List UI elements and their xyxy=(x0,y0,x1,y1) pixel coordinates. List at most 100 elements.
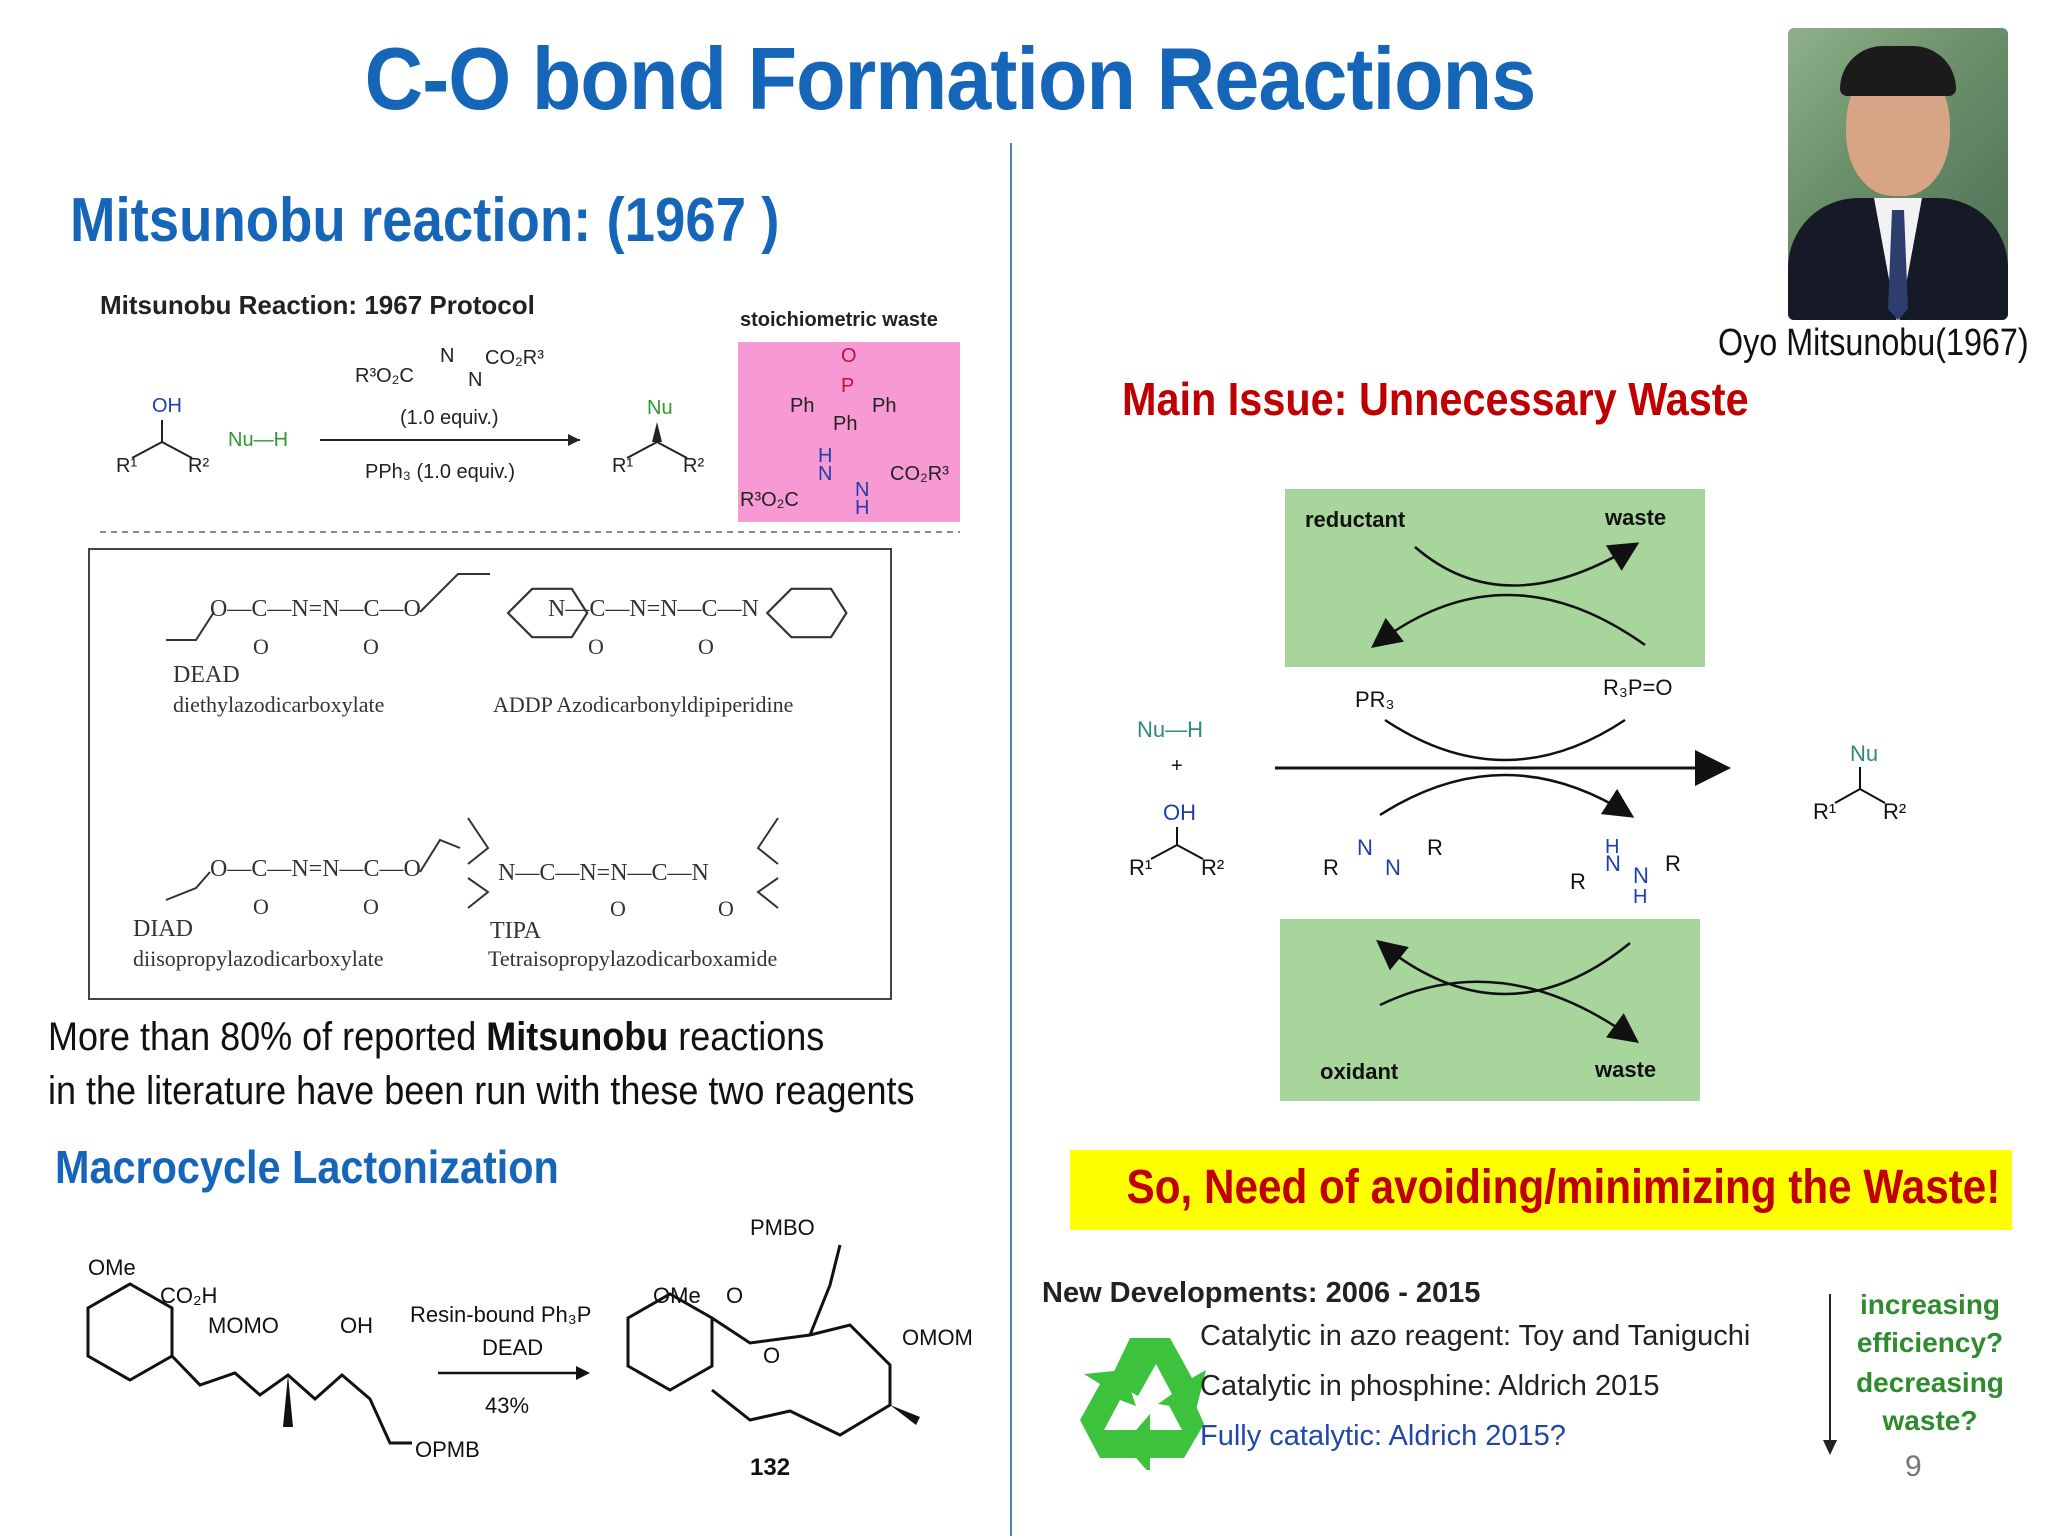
reagents-frame xyxy=(88,548,892,1000)
note-bold: Mitsunobu xyxy=(486,1015,669,1059)
dead-ethyl-left xyxy=(166,611,215,641)
hyd-r1: R xyxy=(1570,869,1586,894)
tipa-ipr-tl xyxy=(467,817,490,865)
azo-n1: N xyxy=(1357,835,1373,860)
tipa-name: Tetraisopropylazodicarboxamide xyxy=(488,946,777,971)
trend4: waste? xyxy=(1882,1405,1978,1436)
trend-arrow-head xyxy=(1823,1440,1837,1455)
dev-line2: Catalytic in phosphine: Aldrich 2015 xyxy=(1200,1370,1659,1402)
ome-left: OMe xyxy=(88,1255,136,1280)
azo-n2: N xyxy=(1385,855,1401,880)
pph3-label: PPh₃ (1.0 equiv.) xyxy=(365,461,515,483)
trend3: decreasing xyxy=(1856,1367,2004,1398)
alcohol-r1: R¹ xyxy=(116,455,137,477)
oxide-ph1: Ph xyxy=(790,395,814,417)
reagent-note: More than 80% of reported Mitsunobu reac… xyxy=(48,1010,915,1118)
reductant-arrow-2 xyxy=(1371,593,1646,649)
dead-co1: O xyxy=(253,634,269,659)
hyd-h1: H xyxy=(1605,836,1619,858)
tipa-ipr-br xyxy=(756,877,779,909)
tipa-ipr-bl xyxy=(467,877,490,909)
reagent-note-line1: More than 80% of reported Mitsunobu reac… xyxy=(48,1010,915,1064)
pmbo-chain xyxy=(808,1244,842,1336)
co2h-label: CO₂H xyxy=(160,1283,217,1308)
note-post: reactions xyxy=(668,1015,825,1059)
diad-co1: O xyxy=(253,894,269,919)
trend1: increasing xyxy=(1860,1289,2000,1320)
lower-cycle-arc xyxy=(1379,773,1635,818)
product-bond-l xyxy=(626,441,658,459)
cycle-nu-bl xyxy=(1834,788,1861,804)
methyl-wedge xyxy=(283,1375,293,1427)
macrocycle-ring xyxy=(711,1316,892,1437)
ester-o: O xyxy=(763,1343,780,1368)
azo-r1: R xyxy=(1323,855,1339,880)
oh-label: OH xyxy=(340,1313,373,1338)
hydrazine-n1: N xyxy=(818,463,832,485)
waste-bottom-label: waste xyxy=(1594,1057,1656,1082)
slide-title: C-O bond Formation Reactions xyxy=(364,29,1537,128)
hyd-n2: N xyxy=(1633,863,1649,888)
catalytic-cycle: reductant waste PR₃ R₃P=O Nu—H + OH R¹ R… xyxy=(1129,489,1906,1101)
hair-shape xyxy=(1840,46,1956,96)
omom-label: OMOM xyxy=(902,1325,973,1350)
pmbo-label: PMBO xyxy=(750,1215,815,1240)
addp-co1: O xyxy=(588,634,604,659)
oxidant-box xyxy=(1280,919,1700,1101)
cycle-oh-br xyxy=(1176,844,1204,860)
benzene-ring-right xyxy=(626,1292,714,1392)
tie-shape xyxy=(1888,210,1908,320)
product-r1: R¹ xyxy=(612,455,633,477)
side-chain xyxy=(170,1354,412,1445)
hydrazine-left: R³O₂C xyxy=(740,489,799,511)
dead-ethyl-right xyxy=(419,573,490,613)
trend2: efficiency? xyxy=(1857,1327,2003,1358)
dead-name: diethylazodicarboxylate xyxy=(173,692,384,717)
tipa-chain: N—C—N=N—C—N xyxy=(498,860,709,886)
diad-name: diisopropylazodicarboxylate xyxy=(133,946,383,971)
oxide-ph3: Ph xyxy=(833,413,857,435)
yield-label: 43% xyxy=(485,1393,529,1418)
hydrazine-n2: N xyxy=(855,479,869,501)
cycle-prod-r1: R¹ xyxy=(1813,799,1836,824)
hydrazine-right: CO₂R³ xyxy=(890,463,949,485)
resin-reagent: Resin-bound Ph₃P xyxy=(410,1302,591,1327)
macrocycle-scheme: OMe CO₂H MOMO OH OPMB Resin-bound Ph₃P D… xyxy=(86,1215,973,1481)
oxidant-label: oxidant xyxy=(1320,1059,1399,1084)
reductant-arrow-1 xyxy=(1414,542,1640,587)
alcohol-bond-l xyxy=(131,441,163,459)
nucleophile: Nu—H xyxy=(228,429,288,451)
page-number: 9 xyxy=(1905,1450,1922,1483)
azo-n1: N xyxy=(440,345,454,367)
cycle-oh: OH xyxy=(1163,800,1196,825)
addp-ring-right xyxy=(765,587,848,639)
nu-h-label: Nu—H xyxy=(1137,717,1203,742)
diad-abbr: DIAD xyxy=(133,916,193,942)
addp-name: ADDP Azodicarbonyldipiperidine xyxy=(493,692,793,717)
hydrazine-h2: H xyxy=(855,497,869,519)
azo-n2: N xyxy=(468,369,482,391)
waste-callout: So, Need of avoiding/minimizing the Wast… xyxy=(1070,1150,2012,1230)
tipa-ipr-tr xyxy=(756,817,779,865)
waste-label: stoichiometric waste xyxy=(740,309,938,331)
cycle-nu-br xyxy=(1859,788,1886,804)
protocol-scheme: Mitsunobu Reaction: 1967 Protocol stoich… xyxy=(100,290,960,533)
reductant-label: reductant xyxy=(1305,507,1406,532)
developments-heading: New Developments: 2006 - 2015 xyxy=(1042,1277,1480,1309)
upper-cycle-arc xyxy=(1384,718,1626,762)
wedge-bond xyxy=(652,422,662,442)
dead-co2: O xyxy=(363,634,379,659)
hyd-r2: R xyxy=(1665,851,1681,876)
macrocycle-heading: Macrocycle Lactonization xyxy=(55,1141,559,1193)
waste-box xyxy=(738,342,960,522)
addp-ring-left xyxy=(506,587,589,639)
cycle-r1: R¹ xyxy=(1129,855,1152,880)
portrait-caption: Oyo Mitsunobu(1967) xyxy=(1718,322,2029,364)
waste-top-label: waste xyxy=(1604,505,1666,530)
alcohol-bond-r xyxy=(161,441,193,459)
dev-line3: Fully catalytic: Aldrich 2015? xyxy=(1200,1420,1566,1452)
recycle-icon xyxy=(1080,1338,1206,1470)
compound-number: 132 xyxy=(750,1454,790,1481)
dead-reagent: DEAD xyxy=(482,1335,543,1360)
tipa-abbr: TIPA xyxy=(490,918,542,944)
